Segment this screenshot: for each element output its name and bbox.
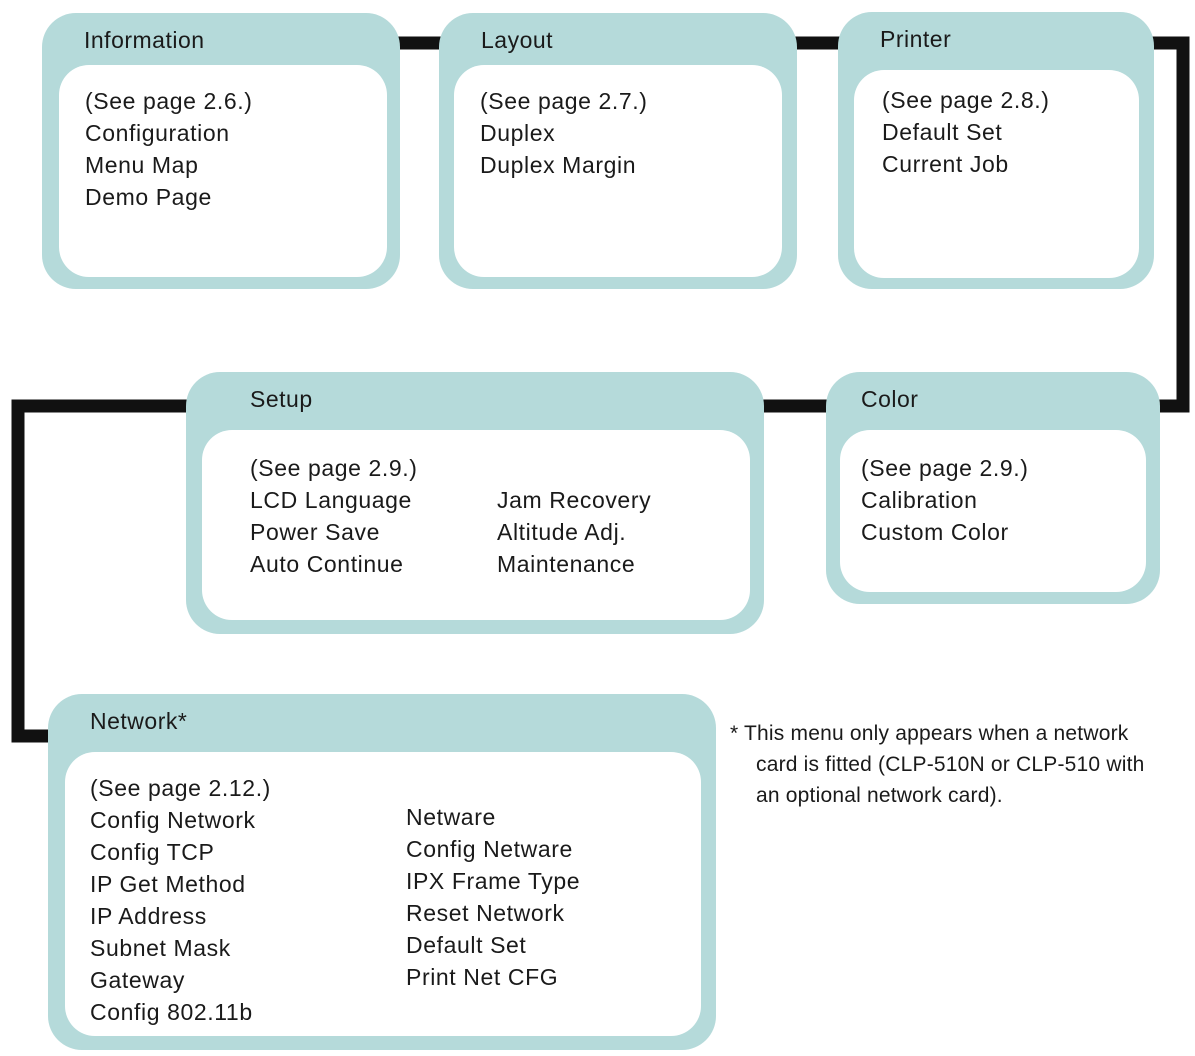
menu-item: Subnet Mask [90, 935, 231, 961]
menu-item: IP Get Method [90, 871, 246, 897]
menu-item: Gateway [90, 967, 185, 993]
footnote-line: an optional network card). [756, 784, 1003, 807]
menu-item: LCD Language [250, 487, 412, 513]
menu-title-network: Network* [90, 708, 188, 734]
menu-items-layout: (See page 2.7.) Duplex Duplex Margin [454, 65, 782, 277]
menu-item: Reset Network [406, 900, 565, 926]
menu-item: Maintenance [497, 551, 636, 577]
menu-item: Altitude Adj. [497, 519, 627, 545]
footnote-line: * This menu only appears when a network [730, 722, 1129, 745]
menu-item: (See page 2.6.) [85, 88, 253, 114]
menu-item: Config 802.11b [90, 999, 253, 1025]
menu-information: Information (See page 2.6.) Configuratio… [42, 13, 400, 289]
menu-items-network: (See page 2.12.) Config Network Config T… [65, 752, 701, 1036]
menu-item: Duplex [480, 120, 556, 146]
menu-item: Default Set [882, 119, 1003, 145]
menu-item: Duplex Margin [480, 152, 637, 178]
menu-item: Menu Map [85, 152, 199, 178]
menu-column-left: (See page 2.9.) LCD Language Power Save … [250, 452, 418, 580]
menu-item: IPX Frame Type [406, 868, 581, 894]
menu-item: IP Address [90, 903, 207, 929]
menu-column-left: (See page 2.12.) Config Network Config T… [90, 772, 271, 1028]
menu-column-right: Jam Recovery Altitude Adj. Maintenance [497, 484, 651, 580]
menu-item: (See page 2.9.) [861, 455, 1029, 481]
menu-item: Demo Page [85, 184, 212, 210]
menu-color: Color (See page 2.9.) Calibration Custom… [826, 372, 1160, 604]
connector-setup-network [11, 399, 188, 743]
menu-item: (See page 2.8.) [882, 87, 1050, 113]
menu-items-information: (See page 2.6.) Configuration Menu Map D… [59, 65, 387, 277]
footnote-line: card is fitted (CLP-510N or CLP-510 with [756, 753, 1145, 776]
menu-item: Default Set [406, 932, 527, 958]
menu-layout: Layout (See page 2.7.) Duplex Duplex Mar… [439, 13, 797, 289]
menu-item: (See page 2.7.) [480, 88, 648, 114]
menu-item: Auto Continue [250, 551, 404, 577]
menu-item: (See page 2.9.) [250, 455, 418, 481]
menu-item: Netware [406, 804, 496, 830]
menu-item: Config Network [90, 807, 256, 833]
menu-item: (See page 2.12.) [90, 775, 271, 801]
menu-item: Config TCP [90, 839, 215, 865]
menu-title-printer: Printer [880, 26, 952, 52]
menu-item: Config Netware [406, 836, 573, 862]
menu-setup: Setup (See page 2.9.) LCD Language Power… [186, 372, 764, 634]
connector-printer-color [1150, 36, 1190, 413]
menu-items-printer: (See page 2.8.) Default Set Current Job [854, 70, 1139, 278]
menu-printer: Printer (See page 2.8.) Default Set Curr… [838, 12, 1154, 289]
menu-column-right: Netware Config Netware IPX Frame Type Re… [406, 801, 580, 993]
menu-item: Custom Color [861, 519, 1009, 545]
menu-item: Power Save [250, 519, 381, 545]
menu-title-layout: Layout [481, 27, 554, 53]
menu-items-setup: (See page 2.9.) LCD Language Power Save … [202, 430, 750, 620]
menu-network: Network* (See page 2.12.) Config Network… [48, 694, 716, 1050]
menu-item: Calibration [861, 487, 978, 513]
menu-item: Current Job [882, 151, 1009, 177]
menu-title-information: Information [84, 27, 205, 53]
menu-items-color: (See page 2.9.) Calibration Custom Color [840, 430, 1146, 592]
menu-title-color: Color [861, 386, 919, 412]
menu-item: Print Net CFG [406, 964, 559, 990]
menu-item: Configuration [85, 120, 230, 146]
network-footnote: * This menu only appears when a network … [730, 718, 1190, 811]
menu-title-setup: Setup [250, 386, 313, 412]
menu-item: Jam Recovery [497, 487, 652, 513]
